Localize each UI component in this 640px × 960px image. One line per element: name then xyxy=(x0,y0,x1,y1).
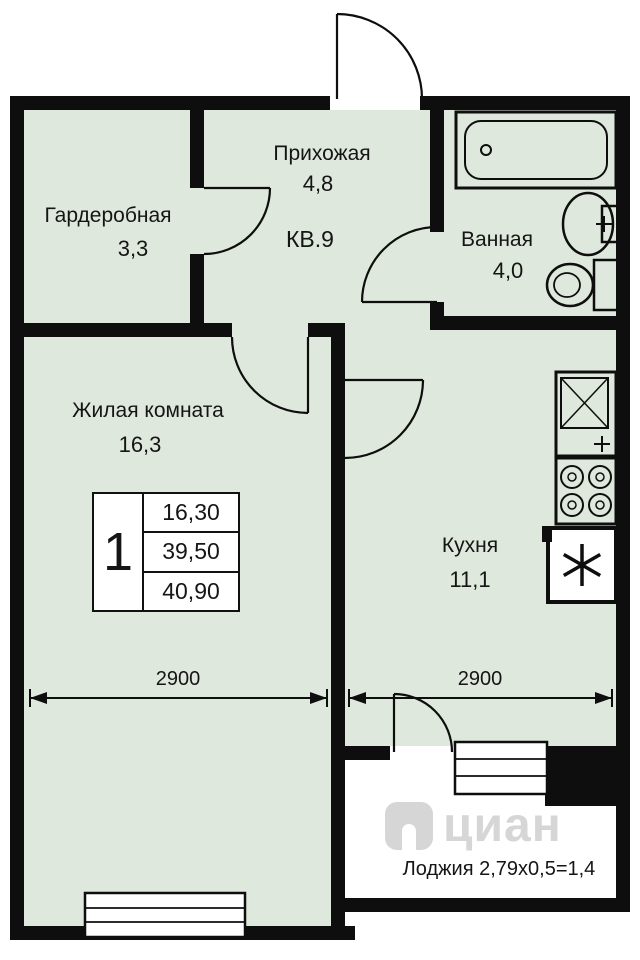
arrowhead xyxy=(310,692,327,704)
bathtub-drain xyxy=(480,144,492,156)
room-area-kitchen: 11,1 xyxy=(449,567,491,592)
stove xyxy=(554,456,618,526)
door-swing-arc xyxy=(230,336,309,415)
doors xyxy=(203,12,454,753)
rooms-count: 1 xyxy=(94,494,144,610)
room-label-kitchen: Кухня xyxy=(441,534,499,557)
kitchen-sink-unit xyxy=(554,370,618,458)
total-area-with-loggia-value: 40,90 xyxy=(162,577,220,604)
room-area-wardrobe: 3,3 xyxy=(117,236,149,261)
dimension-label-living: 2900 xyxy=(155,668,201,690)
window-kitchen-loggia xyxy=(453,740,549,796)
bathtub xyxy=(454,110,618,190)
apartment-number-label: КВ.9 xyxy=(286,226,334,252)
wall-top-right xyxy=(420,96,630,110)
wall-loggia-bottom xyxy=(345,898,630,912)
floor-main xyxy=(10,96,630,760)
door-swing-arc xyxy=(336,12,424,100)
stove-burner-inner xyxy=(595,472,605,482)
windows xyxy=(83,740,549,939)
arrowhead xyxy=(595,692,612,704)
wall-right xyxy=(616,96,630,912)
wall-mid-left xyxy=(10,323,232,337)
kitchen-sink-basin xyxy=(560,377,609,429)
kitchen-sink-cross xyxy=(560,377,609,429)
total-area-value: 39,50 xyxy=(144,533,238,573)
wall-bath-left-upper xyxy=(430,110,444,232)
loggia-label: Лоджия 2,79x0,5=1,4 xyxy=(402,858,596,880)
arrowhead xyxy=(349,692,366,704)
dimension-arrow-living xyxy=(29,689,328,707)
door-swing-arc xyxy=(203,187,272,256)
kitchen-sink xyxy=(554,370,618,458)
dimension-arrows xyxy=(29,689,613,707)
room-area-bathroom: 4,0 xyxy=(492,258,524,283)
door-swing-arc xyxy=(360,225,438,303)
bathroom-door xyxy=(360,225,438,304)
stove-burner xyxy=(588,493,612,517)
washbasin-bowl xyxy=(561,191,615,257)
stove-burner xyxy=(560,493,584,517)
wall-wardrobe-upper xyxy=(190,110,204,188)
floor-areas xyxy=(10,96,630,940)
stove-burner-inner xyxy=(567,472,577,482)
room-area-living: 16,3 xyxy=(118,432,162,457)
wall-top-left xyxy=(10,96,330,110)
living-area-value: 16,30 xyxy=(144,494,238,534)
entrance-opening xyxy=(330,96,420,110)
door-swing-arc xyxy=(393,692,454,753)
wall-wardrobe-lower xyxy=(190,254,204,323)
area-table: 1 16,30 39,50 40,90 xyxy=(92,492,240,612)
fridge xyxy=(542,526,618,604)
loggia-door-opening xyxy=(390,746,455,760)
cian-logo-arch xyxy=(402,823,416,850)
fixtures xyxy=(454,110,620,604)
toilet-bowl xyxy=(545,262,595,308)
wall-mid-stub xyxy=(308,323,345,337)
toilet xyxy=(545,258,620,312)
stove-burner xyxy=(560,465,584,489)
wall-bath-bottom xyxy=(430,316,630,330)
room-label-hallway: Прихожая xyxy=(273,142,371,165)
freezer-asterisk-icon xyxy=(562,552,602,578)
stove-burner-inner xyxy=(595,500,605,510)
wall-pier xyxy=(545,746,630,806)
dimension-arrow-kitchen xyxy=(348,689,613,707)
wall-divider xyxy=(331,337,345,926)
stove-burner-inner xyxy=(567,500,577,510)
cian-logo-icon xyxy=(385,801,433,850)
window-frame xyxy=(453,740,549,796)
kitchen-door xyxy=(344,378,425,460)
arrowhead xyxy=(30,692,47,704)
wall-left xyxy=(10,96,24,940)
washbasin xyxy=(561,191,620,257)
area-table-values: 16,30 39,50 40,90 xyxy=(144,494,238,610)
toilet-bowl-inner xyxy=(553,272,581,298)
bathtub-basin xyxy=(464,120,608,180)
room-label-living: Жилая комната xyxy=(72,399,224,422)
door-swing-arc xyxy=(344,379,425,460)
watermark-text: циан xyxy=(443,799,562,852)
loggia-door xyxy=(392,692,454,753)
wardrobe-door xyxy=(203,186,272,256)
fridge-handle xyxy=(542,526,552,542)
window-frame xyxy=(83,891,247,939)
dimension-label-kitchen: 2900 xyxy=(457,668,503,690)
entrance-door xyxy=(335,12,424,100)
stove-outline xyxy=(554,456,618,526)
room-label-bathroom: Ванная xyxy=(461,228,533,251)
watermark: циан xyxy=(384,798,562,853)
window-living xyxy=(83,891,247,939)
bathtub-outline xyxy=(454,110,618,190)
room-area-hallway: 4,8 xyxy=(302,171,334,196)
room-label-wardrobe: Гардеробная xyxy=(44,204,172,227)
wall-kitchen-bottom xyxy=(345,746,390,760)
stove-burner xyxy=(588,465,612,489)
living-room-door xyxy=(230,336,310,415)
